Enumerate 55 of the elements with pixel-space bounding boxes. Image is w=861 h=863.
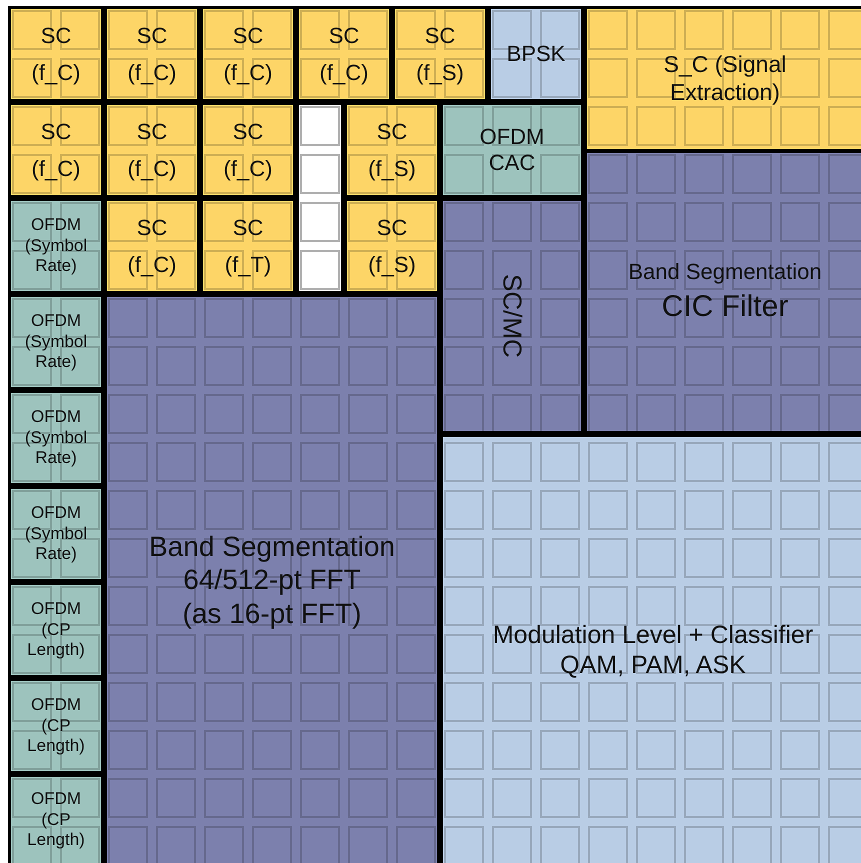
fpga-region bbox=[392, 6, 488, 102]
fpga-region bbox=[344, 198, 440, 294]
fpga-region bbox=[8, 582, 104, 678]
region-label: SC (f_C) bbox=[126, 214, 178, 279]
region-label: Band Segmentation bbox=[628, 258, 822, 286]
region-label: OFDM (CP Length) bbox=[26, 789, 86, 851]
region-label: SC (f_T) bbox=[224, 214, 272, 279]
region-label: Modulation Level + Classifier bbox=[492, 620, 814, 650]
fpga-region bbox=[8, 6, 104, 102]
fpga-region bbox=[104, 6, 200, 102]
region-label: OFDM (Symbol Rate) bbox=[24, 503, 88, 565]
fpga-region bbox=[200, 102, 296, 198]
fpga-region bbox=[200, 198, 296, 294]
fpga-region bbox=[440, 102, 584, 198]
fpga-region bbox=[8, 198, 104, 294]
fpga-region bbox=[440, 434, 861, 863]
region-label: OFDM (Symbol Rate) bbox=[24, 215, 88, 277]
region-label: SC (f_S) bbox=[367, 118, 417, 183]
region-label: OFDM (Symbol Rate) bbox=[24, 311, 88, 373]
region-label: SC (f_S) bbox=[415, 22, 465, 87]
region-label: BPSK bbox=[506, 40, 566, 68]
fpga-region bbox=[584, 150, 861, 434]
region-label: OFDM (CP Length) bbox=[26, 599, 86, 661]
region-label: SC (f_S) bbox=[367, 214, 417, 279]
fpga-region bbox=[8, 486, 104, 582]
region-label: SC (f_C) bbox=[222, 22, 274, 87]
fpga-region bbox=[584, 6, 861, 152]
region-label: SC (f_C) bbox=[318, 22, 370, 87]
region-label: SC (f_C) bbox=[126, 118, 178, 183]
region-label: SC (f_C) bbox=[30, 118, 82, 183]
region-label: Band Segmentation 64/512-pt FFT (as 16-pt FFT) bbox=[149, 530, 395, 630]
fpga-region bbox=[8, 774, 104, 863]
region-label: OFDM (Symbol Rate) bbox=[24, 407, 88, 469]
fpga-region bbox=[104, 294, 440, 863]
region-label: SC (f_C) bbox=[126, 22, 178, 87]
fpga-region bbox=[440, 198, 584, 434]
fpga-region bbox=[8, 678, 104, 774]
empty-column bbox=[296, 102, 344, 294]
region-label: SC (f_C) bbox=[222, 118, 274, 183]
fpga-region bbox=[104, 102, 200, 198]
region-label: OFDM CAC bbox=[478, 124, 546, 176]
fpga-region bbox=[344, 102, 440, 198]
fpga-region bbox=[296, 6, 392, 102]
region-label: S_C (Signal Extraction) bbox=[662, 51, 788, 107]
region-label: QAM, PAM, ASK bbox=[560, 650, 746, 680]
fpga-region bbox=[8, 294, 104, 390]
region-label: SC (f_C) bbox=[30, 22, 82, 87]
fpga-region bbox=[488, 6, 584, 102]
fpga-region bbox=[104, 198, 200, 294]
region-label: CIC Filter bbox=[662, 289, 788, 326]
fpga-region bbox=[8, 102, 104, 198]
fpga-region bbox=[8, 390, 104, 486]
region-label: OFDM (CP Length) bbox=[26, 695, 86, 757]
fpga-region bbox=[200, 6, 296, 102]
region-label: SC/MC bbox=[496, 274, 528, 358]
